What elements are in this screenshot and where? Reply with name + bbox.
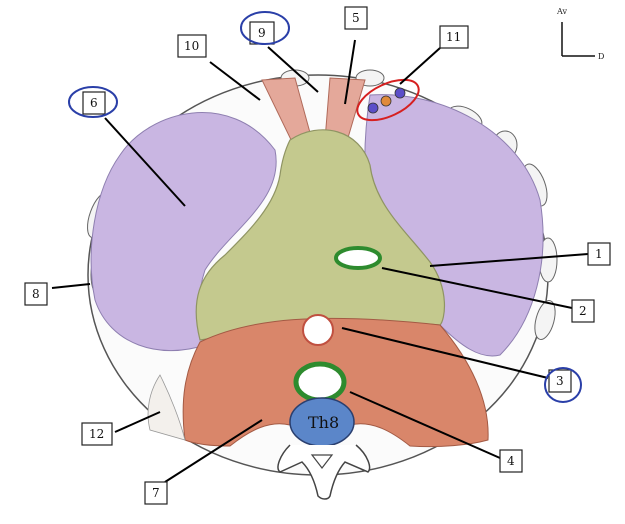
label-9-highlight: [240, 11, 290, 45]
svg-text:8: 8: [32, 287, 40, 301]
orientation-indicator: Av D: [556, 7, 604, 61]
svg-text:1: 1: [595, 247, 603, 261]
orientation-up: Av: [556, 7, 567, 16]
svg-text:2: 2: [579, 304, 587, 318]
label-8: 8: [24, 282, 48, 306]
vessel-1: [367, 102, 379, 114]
vertebra-label: Th8: [308, 413, 339, 432]
svg-text:10: 10: [184, 39, 199, 53]
vessels-group-outline: [356, 78, 420, 122]
svg-text:4: 4: [507, 454, 515, 468]
label-4: 4: [499, 449, 523, 473]
vertebral-processes: [277, 444, 371, 500]
svg-text:7: 7: [152, 486, 160, 500]
lumbocostal-gap: [147, 374, 186, 441]
esophageal-hiatus: [302, 314, 334, 346]
label-5: 5: [344, 6, 368, 30]
label-10: 10: [177, 34, 207, 58]
label-11: 11: [439, 25, 469, 49]
aortic-hiatus: [293, 361, 347, 403]
svg-text:11: 11: [446, 30, 461, 44]
label-9: 9: [240, 11, 290, 45]
vessel-3: [394, 87, 406, 99]
svg-text:9: 9: [258, 26, 266, 40]
svg-text:6: 6: [90, 96, 98, 110]
label-3: 3: [544, 367, 582, 403]
svg-text:5: 5: [352, 11, 360, 25]
label-2: 2: [571, 299, 595, 323]
label-7: 7: [144, 481, 168, 505]
label-12: 12: [81, 422, 113, 446]
label-6: 6: [68, 86, 118, 118]
label-6-highlight: [68, 86, 118, 118]
orientation-right: D: [598, 52, 604, 61]
svg-text:12: 12: [89, 427, 104, 441]
svg-text:3: 3: [556, 374, 564, 388]
vessel-2: [380, 95, 392, 107]
vertebral-foramen: [310, 454, 334, 469]
label-1: 1: [587, 242, 611, 266]
leader-lines: [51, 39, 589, 483]
label-3-highlight: [544, 367, 582, 403]
caval-foramen: [334, 246, 382, 270]
